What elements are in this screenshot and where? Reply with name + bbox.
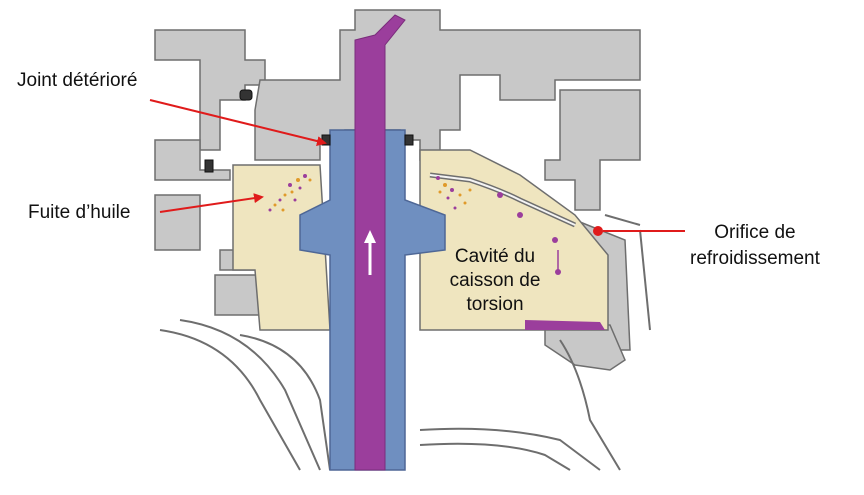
oil-channel	[354, 14, 406, 471]
label-orifice-line2: refroidissement	[690, 248, 820, 269]
oil-leak-right	[436, 176, 561, 275]
label-orifice-refroidissement: Orifice de refroidissement	[690, 220, 820, 272]
label-orifice-line1: Orifice de	[714, 222, 796, 243]
label-fuite-huile: Fuite d’huile	[28, 202, 131, 223]
label-cavite-line1: Cavité du	[454, 246, 536, 267]
flow-direction-arrow	[364, 230, 376, 275]
arrow-joint	[149, 99, 327, 146]
arrow-fuite	[159, 193, 264, 213]
label-cavite-caisson: Cavité du caisson de torsion	[440, 245, 550, 317]
structure-outlines	[159, 214, 651, 471]
label-cavite-line2: caisson de	[449, 270, 541, 291]
label-cavite-line3: torsion	[466, 294, 524, 315]
oil-leak-left	[268, 174, 312, 212]
callout-arrows	[149, 99, 685, 232]
cooling-orifice-dot	[593, 226, 603, 236]
oil-pool	[525, 320, 605, 330]
label-joint-deteriore: Joint détérioré	[17, 70, 138, 91]
